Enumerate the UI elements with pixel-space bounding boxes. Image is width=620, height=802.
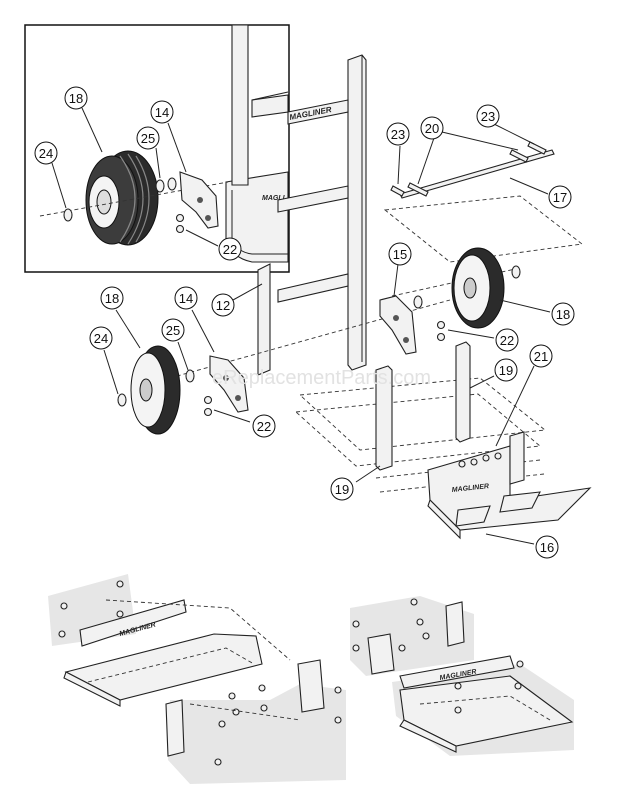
svg-text:16: 16 bbox=[540, 540, 554, 555]
svg-text:23: 23 bbox=[481, 109, 495, 124]
svg-text:19: 19 bbox=[335, 482, 349, 497]
callout-18-inset: 18 bbox=[64, 86, 88, 110]
callout-22-inset: 22 bbox=[218, 237, 242, 261]
nose-plate-detail-left: MAGLINER bbox=[48, 574, 346, 784]
svg-text:25: 25 bbox=[141, 131, 155, 146]
callout-23-left: 23 bbox=[386, 122, 410, 146]
svg-text:18: 18 bbox=[69, 91, 83, 106]
wheel-right bbox=[413, 247, 551, 329]
uprights-19 bbox=[355, 341, 495, 483]
callout-17: 17 bbox=[548, 185, 572, 209]
callout-24-inset: 24 bbox=[34, 141, 58, 165]
svg-text:MAGLI: MAGLI bbox=[262, 195, 286, 202]
callout-23-right: 23 bbox=[476, 104, 500, 128]
callout-22-right: 22 bbox=[495, 328, 519, 352]
hand-truck-frame: MAGLINER bbox=[257, 54, 367, 376]
callout-12: 12 bbox=[211, 293, 235, 317]
svg-text:21: 21 bbox=[534, 349, 548, 364]
nose-plate-16: MAGLINER bbox=[427, 365, 592, 545]
callout-20: 20 bbox=[420, 116, 444, 140]
bracket-right bbox=[379, 263, 495, 355]
callout-18-right: 18 bbox=[551, 302, 575, 326]
axle-part-17 bbox=[390, 123, 555, 199]
callout-15: 15 bbox=[388, 242, 412, 266]
svg-text:14: 14 bbox=[179, 291, 193, 306]
svg-text:24: 24 bbox=[94, 331, 108, 346]
callout-25-left: 25 bbox=[161, 318, 185, 342]
svg-text:18: 18 bbox=[556, 307, 570, 322]
callout-21: 21 bbox=[529, 344, 553, 368]
callout-22-left: 22 bbox=[252, 414, 276, 438]
svg-text:15: 15 bbox=[393, 247, 407, 262]
svg-text:12: 12 bbox=[216, 298, 230, 313]
callout-24-left: 24 bbox=[89, 326, 113, 350]
tire-inset bbox=[85, 150, 159, 246]
svg-text:23: 23 bbox=[391, 127, 405, 142]
svg-text:18: 18 bbox=[105, 291, 119, 306]
bracket-left bbox=[191, 309, 251, 423]
callout-19-right: 19 bbox=[494, 358, 518, 382]
callout-18-left: 18 bbox=[100, 286, 124, 310]
svg-text:17: 17 bbox=[553, 190, 567, 205]
svg-text:19: 19 bbox=[499, 363, 513, 378]
svg-text:22: 22 bbox=[257, 419, 271, 434]
callout-14-inset: 14 bbox=[150, 100, 174, 124]
callout-25-inset: 25 bbox=[136, 126, 160, 150]
watermark-text: eReplacementParts.com bbox=[212, 367, 431, 389]
callout-labels: 24 18 25 14 22 12 23 20 23 17 15 18 22 1… bbox=[34, 86, 575, 559]
svg-text:20: 20 bbox=[425, 121, 439, 136]
wheel-assembly-inset: MAGLI bbox=[24, 24, 290, 273]
callout-19-left: 19 bbox=[330, 477, 354, 501]
callout-16: 16 bbox=[535, 535, 559, 559]
svg-text:14: 14 bbox=[155, 105, 169, 120]
brand-label-noseplate: MAGLINER bbox=[451, 483, 489, 494]
svg-text:22: 22 bbox=[223, 242, 237, 257]
callout-14-left: 14 bbox=[174, 286, 198, 310]
wheel-left bbox=[103, 309, 195, 435]
nose-plate-detail-right: MAGLINER bbox=[350, 596, 574, 756]
svg-text:25: 25 bbox=[166, 323, 180, 338]
svg-text:22: 22 bbox=[500, 333, 514, 348]
svg-text:24: 24 bbox=[39, 146, 53, 161]
